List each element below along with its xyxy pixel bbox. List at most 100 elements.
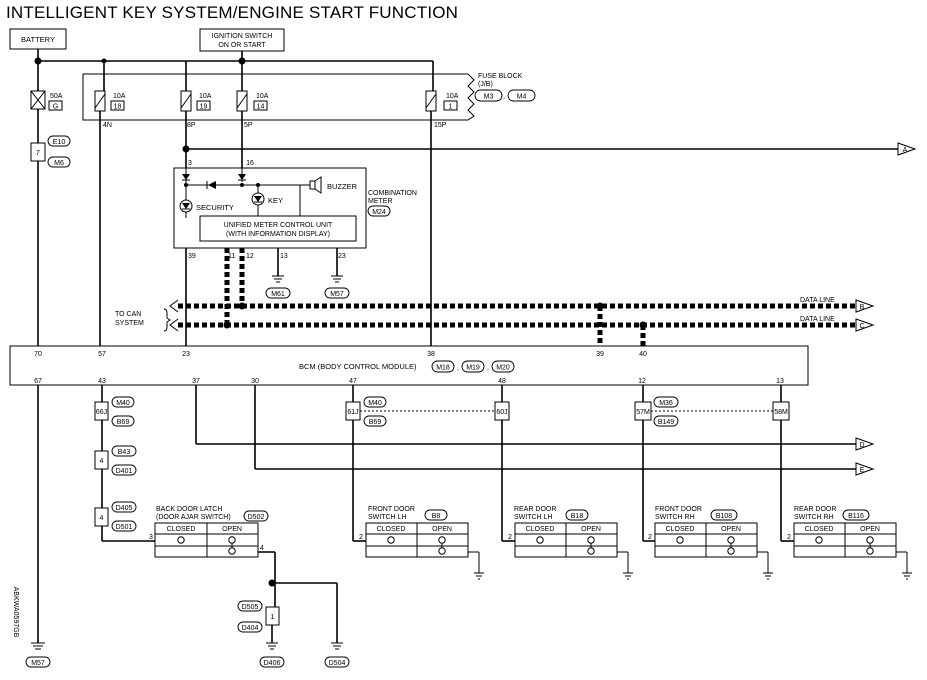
battery-label: BATTERY: [21, 35, 55, 44]
svg-text:B8: B8: [432, 513, 441, 520]
svg-text:50A: 50A: [50, 93, 63, 100]
back-door-chain: 66J M40 B69 4 B43 D401 4 D405 D501: [94, 385, 155, 542]
front-door-switch-lh: FRONT DOOR SWITCH LH B8 CLOSED OPEN 2: [359, 506, 484, 580]
svg-text:SWITCH RH: SWITCH RH: [794, 514, 834, 521]
svg-text:CLOSED: CLOSED: [666, 526, 695, 533]
arrow-b: B: [855, 299, 875, 313]
svg-text:30: 30: [251, 378, 259, 385]
buzzer-label: BUZZER: [327, 182, 358, 191]
svg-text:B69: B69: [369, 419, 382, 426]
fuse-block-label-1: FUSE BLOCK: [478, 73, 523, 80]
svg-text:FRONT DOOR: FRONT DOOR: [368, 506, 415, 513]
svg-text:13: 13: [280, 253, 288, 260]
svg-text:B: B: [860, 304, 865, 311]
svg-text:OPEN: OPEN: [432, 526, 452, 533]
svg-text:CLOSED: CLOSED: [526, 526, 555, 533]
bcm-label: BCM (BODY CONTROL MODULE): [299, 362, 417, 371]
arrow-d: D: [855, 437, 875, 451]
svg-text:38: 38: [427, 351, 435, 358]
svg-text:15P: 15P: [434, 122, 447, 129]
svg-text:CLOSED: CLOSED: [167, 526, 196, 533]
svg-text:10A: 10A: [113, 93, 126, 100]
combination-meter: 3 16 COMBINATION METER M24 BUZZER SECURI…: [173, 160, 417, 260]
svg-text:OPEN: OPEN: [581, 526, 601, 533]
svg-text:2: 2: [648, 534, 652, 541]
meter-label-2: METER: [368, 198, 393, 205]
svg-text:16: 16: [246, 160, 254, 167]
svg-text:14: 14: [257, 104, 265, 111]
svg-text:B18: B18: [571, 513, 584, 520]
svg-text:D404: D404: [242, 625, 259, 632]
fuse-14: 10A 14 5P: [236, 90, 269, 129]
svg-text:10A: 10A: [256, 93, 269, 100]
fuse-block: FUSE BLOCK (J/B) M3 , M4: [82, 73, 536, 121]
svg-text:OPEN: OPEN: [222, 526, 242, 533]
diagram-code: ABKWA0597GB: [12, 587, 19, 638]
svg-text:OPEN: OPEN: [860, 526, 880, 533]
svg-text:G: G: [53, 104, 58, 111]
svg-text:8P: 8P: [187, 122, 196, 129]
svg-text:18: 18: [114, 104, 122, 111]
svg-text:FRONT DOOR: FRONT DOOR: [655, 506, 702, 513]
battery-box: BATTERY: [9, 28, 67, 50]
meter-ground-m61: M61: [265, 248, 291, 299]
svg-text:61J: 61J: [347, 409, 358, 416]
svg-text:23: 23: [338, 253, 346, 260]
svg-text:CLOSED: CLOSED: [377, 526, 406, 533]
svg-text:2: 2: [359, 534, 363, 541]
key-label: KEY: [268, 196, 283, 205]
svg-text:4: 4: [100, 515, 104, 522]
svg-text:M20: M20: [496, 365, 510, 372]
svg-text:,: ,: [487, 365, 489, 372]
svg-text:B149: B149: [658, 419, 674, 426]
fuse-block-conn-m4: M4: [517, 94, 527, 101]
conn-e10: E10: [53, 139, 66, 146]
svg-text:47: 47: [349, 378, 357, 385]
svg-text:1: 1: [449, 104, 453, 111]
svg-text:40: 40: [639, 351, 647, 358]
page-title: INTELLIGENT KEY SYSTEM/ENGINE START FUNC…: [6, 3, 459, 22]
front-door-switch-rh: FRONT DOOR SWITCH RH B108 CLOSED OPEN 2: [648, 506, 773, 580]
svg-text:B43: B43: [118, 449, 131, 456]
svg-text:M40: M40: [368, 400, 382, 407]
to-can-label-2: SYSTEM: [115, 320, 144, 327]
svg-text:D504: D504: [329, 660, 346, 667]
svg-text:11: 11: [228, 253, 235, 260]
svg-text:,: ,: [457, 365, 459, 372]
door-switch-wires: [352, 385, 794, 542]
svg-text:4N: 4N: [103, 122, 112, 129]
svg-text:4: 4: [100, 458, 104, 465]
svg-text:SWITCH LH: SWITCH LH: [368, 514, 407, 521]
svg-text:12: 12: [246, 253, 254, 260]
svg-text:2: 2: [787, 534, 791, 541]
conn-m6: M6: [54, 160, 64, 167]
svg-text:12: 12: [638, 378, 646, 385]
svg-text:5P: 5P: [244, 122, 253, 129]
bcm: BCM (BODY CONTROL MODULE) M18 , M19 , M2…: [9, 345, 809, 386]
fuse-block-conn-m3: M3: [484, 94, 494, 101]
meter-ground-m57: M57: [324, 248, 350, 299]
svg-text:2: 2: [508, 534, 512, 541]
arrow-a: A: [897, 142, 917, 156]
svg-text:REAR DOOR: REAR DOOR: [794, 506, 836, 513]
svg-text:7: 7: [36, 150, 40, 157]
svg-text:D405: D405: [116, 505, 133, 512]
svg-text:D501: D501: [116, 524, 133, 531]
svg-text:1: 1: [271, 614, 275, 621]
svg-text:39: 39: [596, 351, 604, 358]
svg-text:M19: M19: [466, 365, 480, 372]
svg-text:67: 67: [34, 378, 42, 385]
svg-text:M18: M18: [436, 365, 450, 372]
svg-text:CLOSED: CLOSED: [805, 526, 834, 533]
ignition-label-1: IGNITION SWITCH: [212, 33, 273, 40]
svg-text:BACK DOOR LATCH: BACK DOOR LATCH: [156, 506, 222, 513]
rear-door-switch-rh: REAR DOOR SWITCH RH B116 CLOSED OPEN 2: [787, 506, 912, 580]
svg-text:E: E: [860, 467, 865, 474]
can-data-lines: TO CAN SYSTEM DATA LINE DATA LINE: [115, 248, 856, 346]
svg-text:C: C: [859, 323, 864, 330]
svg-text:OPEN: OPEN: [721, 526, 741, 533]
svg-text:48: 48: [498, 378, 506, 385]
conn-m24: M24: [372, 209, 386, 216]
svg-text:66J: 66J: [96, 409, 107, 416]
